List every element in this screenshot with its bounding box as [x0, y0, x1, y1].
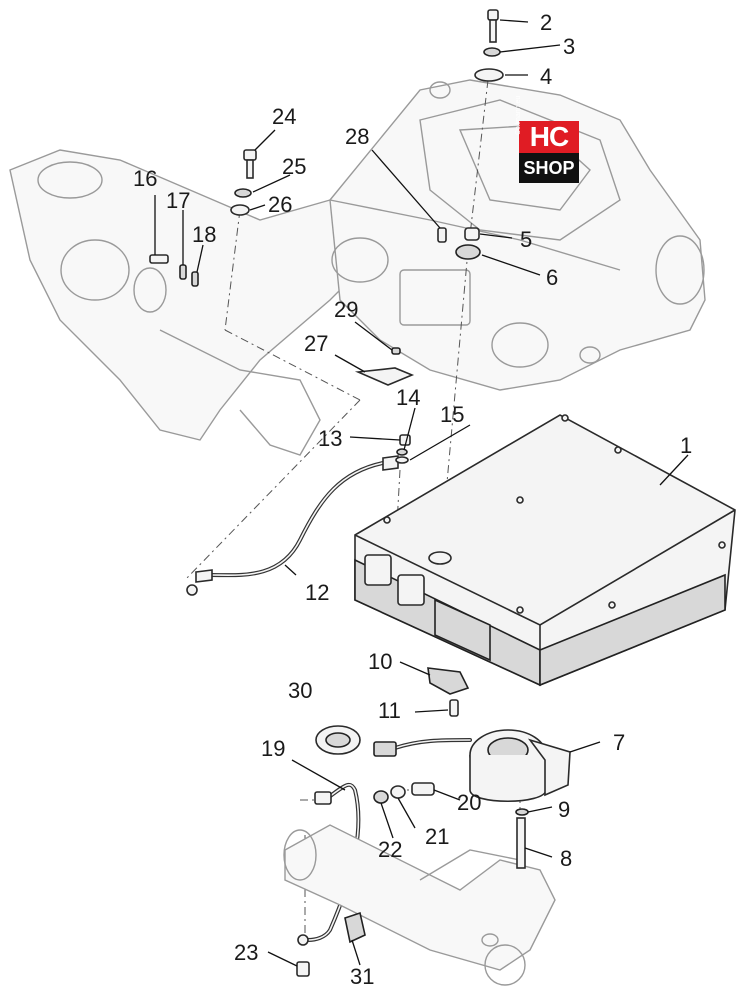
callout-20: 20	[457, 790, 481, 815]
callout-26: 26	[268, 192, 292, 217]
callout-24: 24	[272, 104, 296, 129]
lower-frame	[283, 824, 556, 986]
callout-3: 3	[563, 34, 575, 59]
logo-main-text: HC	[519, 121, 579, 153]
callout-18: 18	[192, 222, 216, 247]
callout-29: 29	[334, 297, 358, 322]
callout-28: 28	[345, 124, 369, 149]
callout-16: 16	[133, 166, 157, 191]
logo-side-text: Collmann.eu	[515, 95, 522, 135]
callout-2: 2	[540, 10, 552, 35]
callout-15: 15	[440, 402, 464, 427]
hardware	[149, 9, 529, 977]
callout-14: 14	[396, 385, 420, 410]
chassis-frame	[9, 79, 706, 456]
callout-7: 7	[613, 730, 625, 755]
callout-10: 10	[368, 649, 392, 674]
callout-6: 6	[546, 265, 558, 290]
callout-9: 9	[558, 797, 570, 822]
controller-unit	[354, 414, 736, 687]
callout-1: 1	[680, 433, 692, 458]
callout-23: 23	[234, 940, 258, 965]
callout-11: 11	[378, 698, 401, 723]
callout-31: 31	[350, 964, 374, 989]
ground-cable	[186, 455, 399, 596]
sensor-ring	[373, 729, 571, 802]
callout-25: 25	[282, 154, 306, 179]
callout-17: 17	[166, 188, 190, 213]
callout-30: 30	[288, 678, 312, 703]
leader-lines	[154, 19, 689, 967]
callout-8: 8	[560, 846, 572, 871]
hc-shop-logo: HC SHOP Collmann.eu	[515, 96, 579, 183]
callout-21: 21	[425, 824, 449, 849]
grommet	[315, 725, 361, 755]
callout-27: 27	[304, 331, 328, 356]
logo-sub-text: SHOP	[519, 153, 579, 183]
callout-5: 5	[520, 227, 532, 252]
callout-labels: 1 2 3 4 5 6 7 8 9 10 11 12 13 14 15 16 1…	[133, 10, 692, 989]
callout-19: 19	[261, 736, 285, 761]
callout-12: 12	[305, 580, 329, 605]
callout-22: 22	[378, 837, 402, 862]
callout-13: 13	[318, 426, 342, 451]
callout-4: 4	[540, 64, 552, 89]
